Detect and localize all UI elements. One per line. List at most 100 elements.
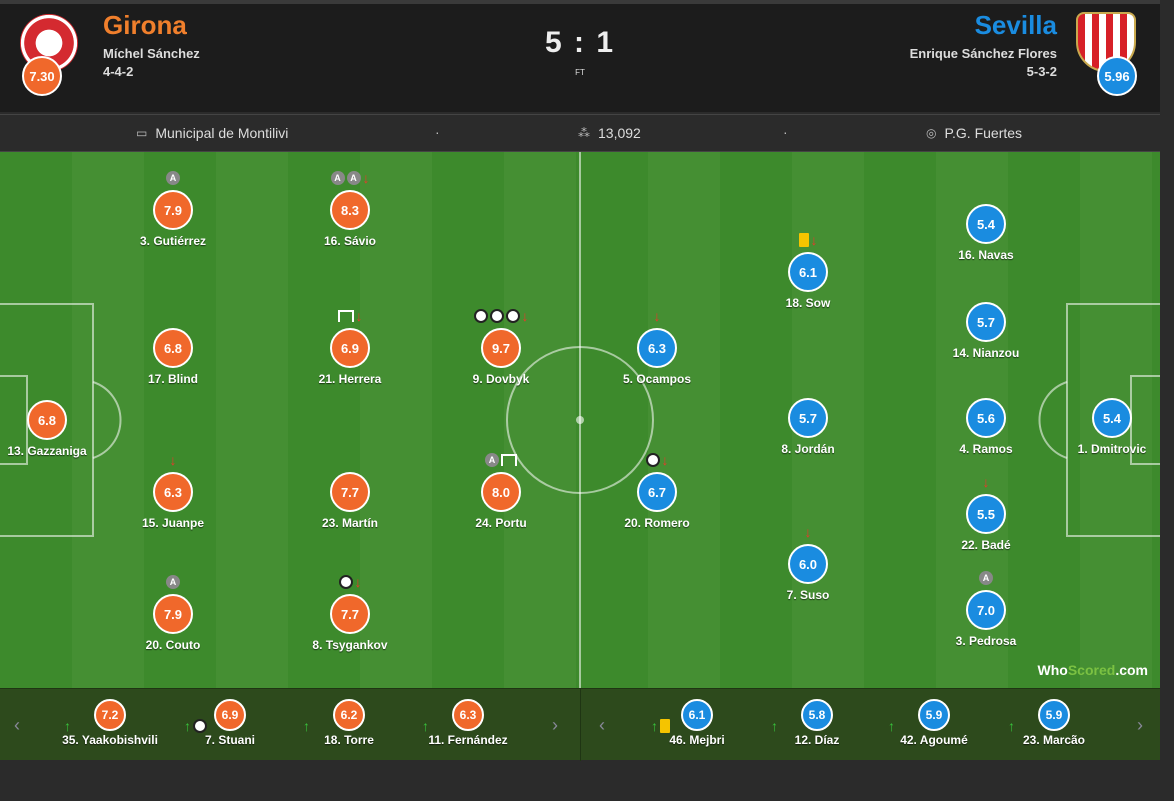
hit-woodwork-icon	[501, 454, 517, 466]
player-rating: 6.7	[637, 472, 677, 512]
sub-on-arrow-icon: ↑	[184, 718, 191, 734]
substitute-name: 12. Díaz	[794, 733, 840, 747]
home-bench-next-chevron-icon[interactable]: ›	[552, 715, 558, 735]
substitute-name: 23. Marcão	[1022, 733, 1086, 747]
substitute-event-icons: ↑	[64, 719, 71, 733]
player-event-icons	[1052, 378, 1160, 394]
player-event-icons	[0, 380, 107, 396]
away-player[interactable]: 5.4 1. Dmitrovic	[1052, 398, 1160, 456]
substitute-rating: 5.9	[918, 699, 950, 731]
match-status: FT	[575, 68, 585, 77]
player-rating: 6.0	[788, 544, 828, 584]
assist-icon: A	[485, 453, 499, 467]
assist-icon: A	[166, 575, 180, 589]
player-name: 22. Badé	[961, 538, 1011, 552]
substitute-player[interactable]: 6.3 11. Fernández↑	[418, 699, 518, 747]
player-name: 18. Sow	[785, 296, 831, 310]
sub-on-arrow-icon: ↑	[771, 718, 778, 734]
substitute-player[interactable]: 5.9 23. Marcão ↑	[1004, 699, 1104, 747]
sub-off-arrow-icon: ↓	[653, 308, 661, 324]
assist-icon: A	[346, 171, 361, 185]
sub-off-arrow-icon: ↓	[982, 474, 990, 490]
substitute-event-icons: ↑	[888, 719, 895, 733]
watermark-who: Who	[1037, 662, 1068, 678]
player-name: 7. Suso	[786, 588, 830, 602]
sub-on-arrow-icon: ↑	[1008, 718, 1015, 734]
substitute-rating: 6.9	[214, 699, 246, 731]
referee-name: P.G. Fuertes	[944, 125, 1023, 141]
home-team-name[interactable]: Girona	[103, 10, 187, 40]
player-rating: 5.6	[966, 398, 1006, 438]
player-name: 20. Couto	[145, 638, 201, 652]
player-event-icons	[926, 378, 1046, 394]
substitute-event-icons: ↑	[1008, 719, 1015, 733]
away-team-name[interactable]: Sevilla	[974, 10, 1057, 40]
substitute-event-icons: ↑	[422, 719, 429, 733]
yellow-card-icon	[660, 719, 670, 733]
player-name: 1. Dmitrovic	[1077, 442, 1147, 456]
substitute-name: 35. Yaakobishvili	[62, 733, 158, 747]
player-name: 17. Blind	[147, 372, 198, 386]
goal-ball-icon	[489, 309, 504, 323]
substitute-rating: 6.3	[452, 699, 484, 731]
player-event-icons	[290, 452, 410, 468]
player-event-icons: ↓	[290, 574, 410, 590]
sub-off-arrow-icon: ↓	[169, 452, 177, 468]
substitute-name: 7. Stuani	[204, 733, 255, 747]
home-bench-prev-chevron-icon[interactable]: ‹	[14, 715, 20, 735]
player-rating: 7.7	[330, 594, 370, 634]
player-event-icons: A	[113, 574, 233, 590]
player-event-icons: ↓	[597, 452, 717, 468]
player-name: 8. Jordán	[781, 442, 835, 456]
substitute-rating: 5.8	[801, 699, 833, 731]
substitute-rating: 5.9	[1038, 699, 1070, 731]
whoscored-logo[interactable]: WhoScored.com	[1038, 662, 1148, 678]
player-event-icons: A	[441, 452, 561, 468]
away-bench-next-chevron-icon[interactable]: ›	[1137, 715, 1143, 735]
substitute-player[interactable]: 5.8 12. Díaz ↑	[767, 699, 867, 747]
player-event-icons: ↓	[926, 474, 1046, 490]
substitute-event-icons: ↑	[184, 719, 207, 733]
player-rating: 8.0	[481, 472, 521, 512]
assist-icon: A	[330, 171, 345, 185]
substitute-name: 11. Fernández	[428, 733, 508, 747]
player-event-icons: ↓	[748, 524, 868, 540]
sub-off-arrow-icon: ↓	[661, 452, 669, 468]
player-name: 5. Ocampos	[622, 372, 692, 386]
sub-on-arrow-icon: ↑	[303, 718, 310, 734]
player-rating: 5.4	[1092, 398, 1132, 438]
away-bench-prev-chevron-icon[interactable]: ‹	[599, 715, 605, 735]
away-player[interactable]: ↓ 6.0 7. Suso	[748, 525, 868, 602]
sub-off-arrow-icon: ↓	[804, 524, 812, 540]
goal-ball-icon	[338, 575, 353, 589]
substitute-player[interactable]: 6.9 7. Stuani ↑	[180, 699, 280, 747]
watermark-com: .com	[1115, 662, 1148, 678]
